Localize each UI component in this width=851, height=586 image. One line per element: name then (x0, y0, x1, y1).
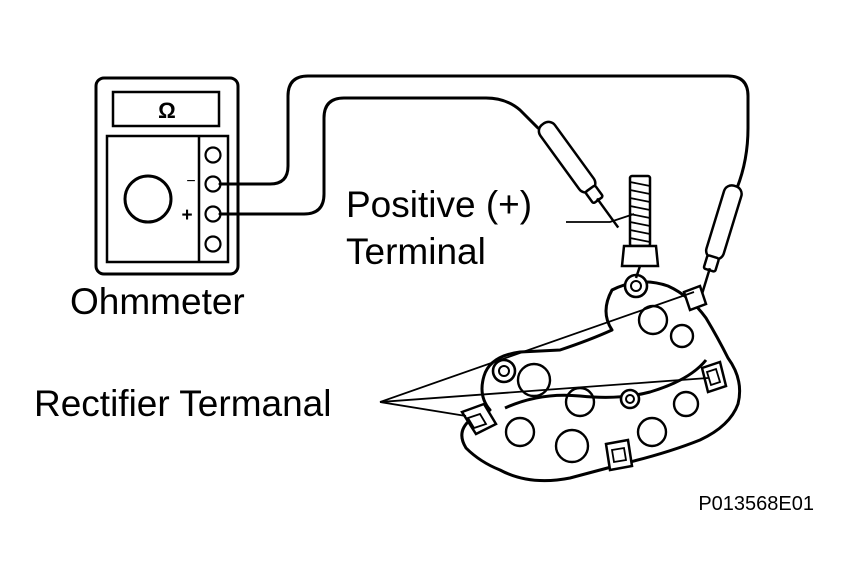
test-leads (218, 74, 750, 216)
rectifier-terminal-left (460, 402, 498, 436)
positive-terminal-leader (566, 213, 635, 223)
rectifier-leader-right (379, 377, 709, 403)
jack-minus (204, 175, 222, 193)
positive-terminal-label-line1: Positive (+) (346, 184, 532, 225)
plus-mark: + (181, 205, 192, 226)
ohmmeter-display (111, 90, 221, 128)
positive-lead-wire (218, 96, 540, 216)
ohm-symbol: Ω (158, 98, 176, 123)
jack-plus (204, 205, 222, 223)
ohmmeter-body (94, 76, 240, 276)
rectifier-leader-left (379, 401, 467, 417)
rectifier-body (460, 280, 742, 483)
ohmmeter-label: Ohmmeter (70, 281, 245, 322)
rectifier-terminal-bottom (604, 438, 634, 472)
ohmmeter-selector-dial (123, 174, 173, 224)
rectifier-leader-top (379, 291, 695, 403)
negative-lead-wire (218, 74, 750, 190)
rectifier-terminal-label: Rectifier Termanal (34, 383, 331, 424)
positive-probe (537, 120, 620, 229)
ohmmeter (94, 76, 240, 276)
rectifier-inner-arc (504, 359, 708, 410)
callout-lines (379, 213, 709, 417)
ohmmeter-face (105, 134, 230, 264)
jack-4 (204, 235, 222, 253)
minus-mark: − (186, 173, 195, 190)
rectifier-holder (460, 273, 742, 483)
rectifier-terminal-right (700, 360, 728, 394)
negative-probe (699, 184, 743, 300)
positive-terminal-label-line2: Terminal (346, 231, 486, 272)
jack-1 (204, 146, 222, 164)
rectifier-terminal-tabs (460, 284, 728, 472)
figure-code: P013568E01 (698, 493, 814, 515)
rectifier-terminal-top (682, 284, 708, 312)
positive-terminal-stud (620, 174, 660, 279)
